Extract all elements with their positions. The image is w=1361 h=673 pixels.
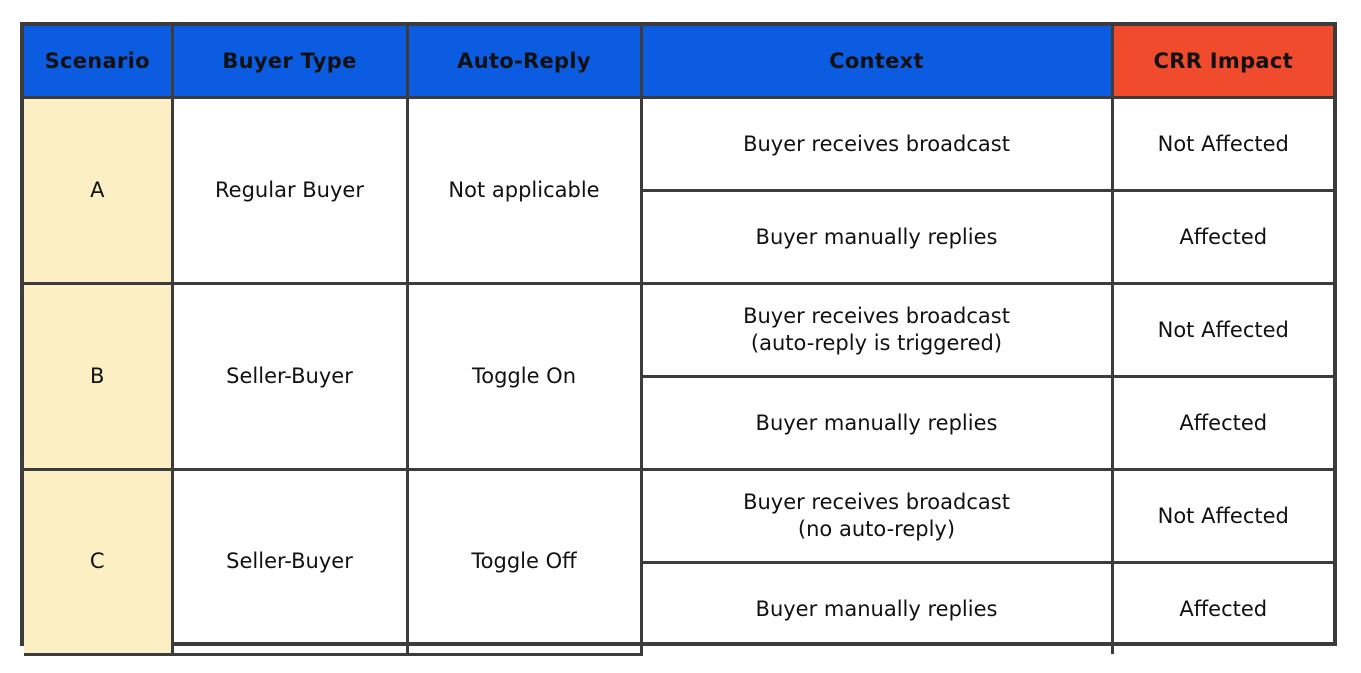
table-header-row: Scenario Buyer Type Auto-Reply Context C… <box>24 26 1333 99</box>
cell-scenario-c: C <box>24 468 174 656</box>
column-header-auto-reply: Auto-Reply <box>405 26 643 99</box>
cell-context-c-2: Buyer manually replies <box>641 561 1114 654</box>
cell-context-b-2: Buyer manually replies <box>641 375 1114 471</box>
cell-context-a-2: Buyer manually replies <box>641 189 1114 285</box>
column-header-context: Context <box>639 26 1114 99</box>
context-line: Buyer receives broadcast <box>743 304 1010 329</box>
table-body: A Regular Buyer Not applicable Buyer rec… <box>24 96 1333 656</box>
column-header-crr-impact: CRR Impact <box>1110 26 1333 99</box>
table-row: Buyer manually replies Affected <box>24 189 1333 285</box>
table-row: B Seller-Buyer Toggle On Buyer receives … <box>24 282 1333 471</box>
cell-scenario-a: A <box>24 96 174 285</box>
cell-crr-impact-b-2: Affected <box>1110 375 1333 471</box>
cell-context-b-1: Buyer receives broadcast (auto-reply is … <box>639 282 1114 378</box>
cell-auto-reply-c: Toggle Off <box>405 468 643 656</box>
cell-buyer-type-a: Regular Buyer <box>170 96 409 285</box>
cell-context-c-1: Buyer receives broadcast (no auto-reply) <box>639 468 1114 564</box>
cell-auto-reply-b: Toggle On <box>405 282 643 471</box>
table-row: C Seller-Buyer Toggle Off Buyer receives… <box>24 468 1333 656</box>
column-header-scenario: Scenario <box>24 26 174 99</box>
cell-crr-impact-a-2: Affected <box>1110 189 1333 285</box>
cell-context-a-1: Buyer receives broadcast <box>639 96 1114 192</box>
table-row: Buyer manually replies Affected <box>24 561 1333 654</box>
context-line: Buyer receives broadcast <box>743 490 1010 515</box>
context-line: Buyer manually replies <box>755 224 998 249</box>
cell-crr-impact-c-2: Affected <box>1110 561 1333 654</box>
cell-crr-impact-c-1: Not Affected <box>1110 468 1333 564</box>
crr-impact-table: Scenario Buyer Type Auto-Reply Context C… <box>24 26 1333 656</box>
cell-buyer-type-c: Seller-Buyer <box>170 468 409 656</box>
context-line: Buyer manually replies <box>755 410 998 435</box>
cell-buyer-type-b: Seller-Buyer <box>170 282 409 471</box>
cell-crr-impact-b-1: Not Affected <box>1110 282 1333 378</box>
context-line: (no auto-reply) <box>797 517 956 541</box>
table-row: Buyer manually replies Affected <box>24 375 1333 471</box>
context-line: Buyer receives broadcast <box>743 131 1010 156</box>
table-header: Scenario Buyer Type Auto-Reply Context C… <box>24 26 1333 99</box>
cell-scenario-b: B <box>24 282 174 471</box>
cell-auto-reply-a: Not applicable <box>405 96 643 285</box>
context-line: (auto-reply is triggered) <box>750 331 1003 355</box>
table-row: A Regular Buyer Not applicable Buyer rec… <box>24 96 1333 285</box>
cell-crr-impact-a-1: Not Affected <box>1110 96 1333 192</box>
column-header-buyer-type: Buyer Type <box>170 26 409 99</box>
context-line: Buyer manually replies <box>755 596 998 621</box>
crr-impact-table-container: Scenario Buyer Type Auto-Reply Context C… <box>20 22 1337 656</box>
